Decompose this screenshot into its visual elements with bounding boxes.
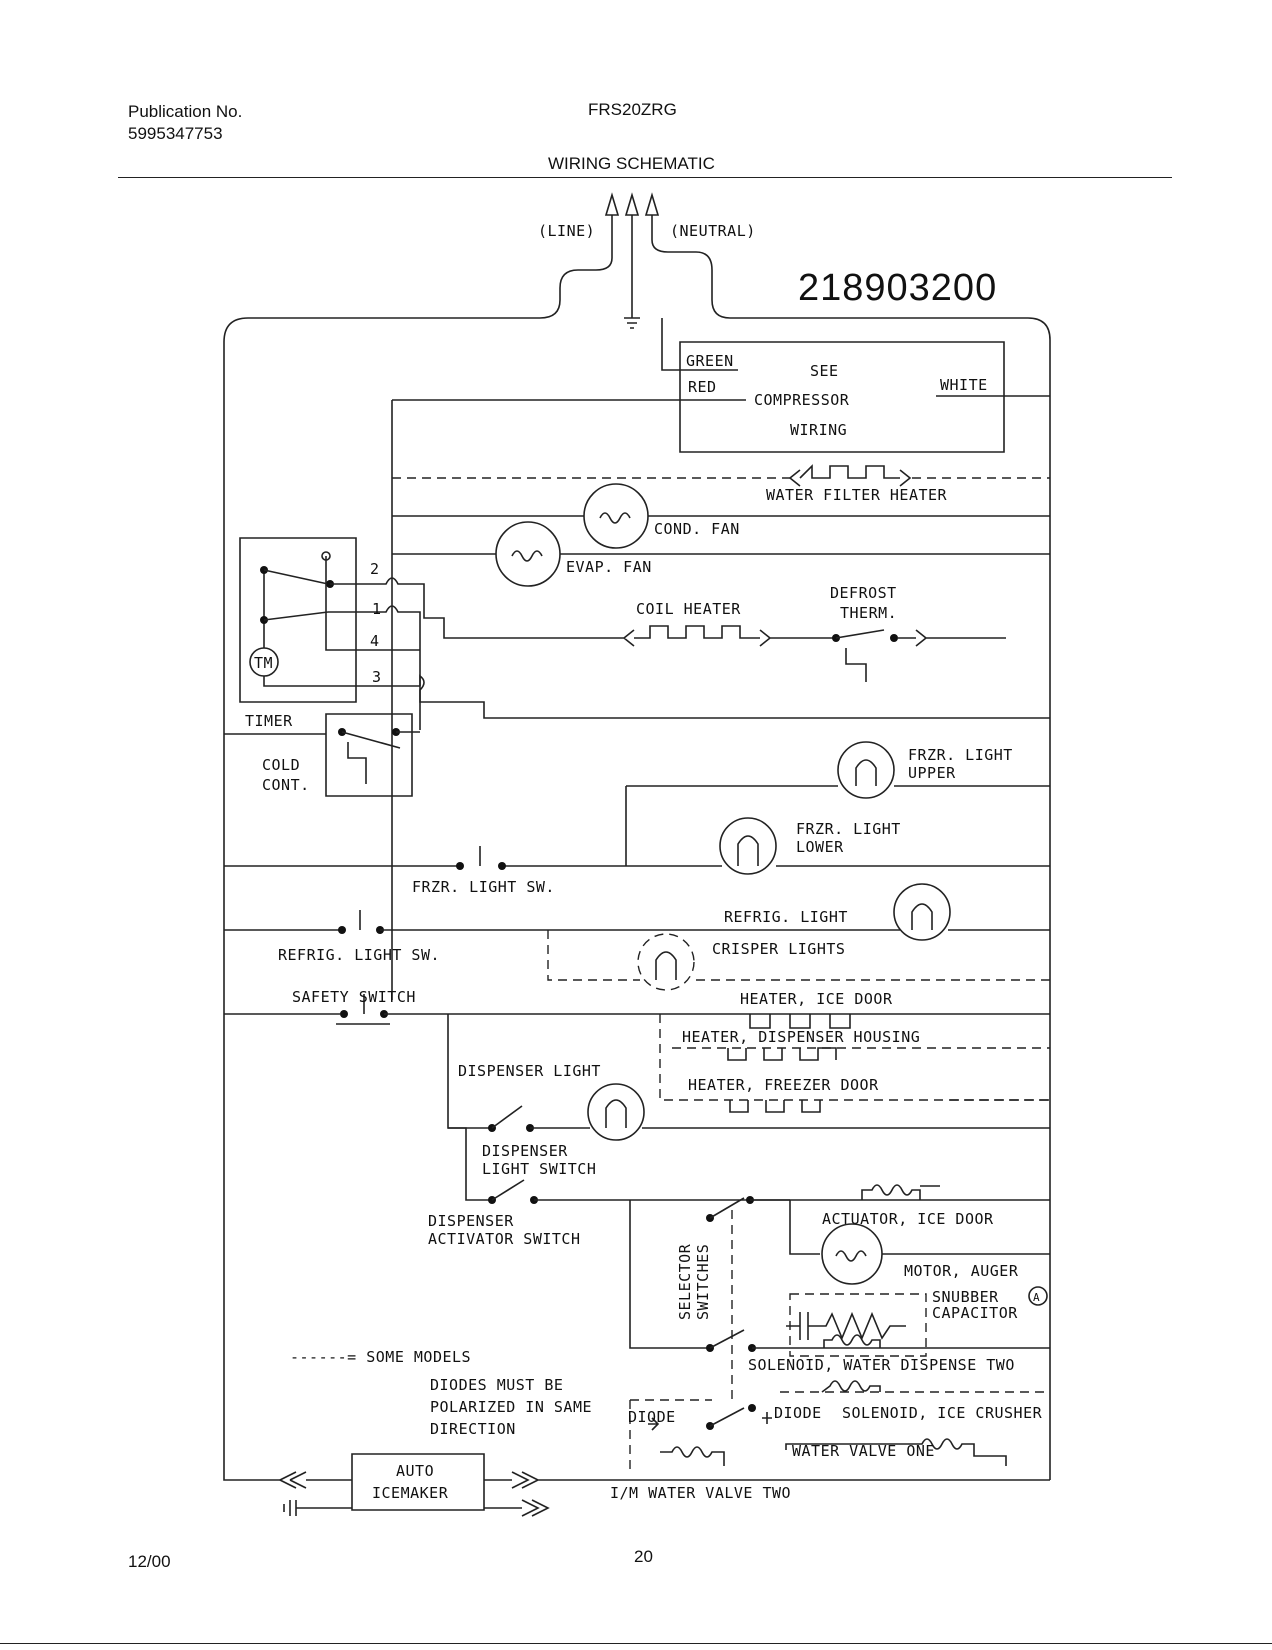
dispenser-label: DISPENSER: [482, 1142, 568, 1160]
some-models-note: ------= SOME MODELS: [290, 1348, 471, 1366]
diodes-note-2: POLARIZED IN SAME: [430, 1398, 592, 1416]
circle-a-label: A: [1033, 1291, 1040, 1304]
icemaker-label: ICEMAKER: [372, 1484, 449, 1502]
solenoid-water-dispense-two: [752, 1334, 1050, 1349]
water-valve-one: [629, 1399, 1007, 1470]
snubber-capacitor: [786, 1286, 1048, 1357]
heater-dispenser-housing: [672, 1047, 1050, 1061]
diodes-note-1: DIODES MUST BE: [430, 1376, 563, 1394]
evap-fan: [392, 521, 1050, 587]
see-label: SEE: [810, 362, 839, 380]
cont-label: CONT.: [262, 776, 310, 794]
line-label: (LINE): [538, 222, 595, 240]
wiring-label: WIRING: [790, 421, 847, 439]
dispenser-light: [447, 1014, 1050, 1201]
heater-ice-door: [659, 1014, 1050, 1101]
pin-1: 1: [372, 600, 382, 618]
white-label: WHITE: [940, 376, 988, 394]
refrig-light-label: REFRIG. LIGHT: [724, 908, 848, 926]
crisper-lights: [547, 930, 1050, 991]
model-number: FRS20ZRG: [588, 100, 677, 119]
actuator-ice-door: [750, 1184, 1050, 1201]
solenoid-ice-crusher-label: SOLENOID, ICE CRUSHER: [842, 1404, 1043, 1422]
switches-label: SWITCHES: [694, 1244, 712, 1320]
heater-freezer-door-label: HEATER, FREEZER DOOR: [688, 1076, 879, 1094]
part-number: 218903200: [798, 267, 997, 309]
frzr-light-sw-label: FRZR. LIGHT SW.: [412, 878, 555, 896]
pin-4: 4: [370, 632, 380, 650]
auto-icemaker: [279, 1453, 1050, 1517]
cold-label: COLD: [262, 756, 300, 774]
dispenser-activator-label: DISPENSER: [428, 1212, 514, 1230]
dispenser-activator-switch: [488, 1179, 820, 1349]
power-plug: [223, 192, 1051, 1481]
cond-fan: [392, 483, 1050, 549]
pin-2: 2: [370, 560, 380, 578]
frzr-light-lower: [500, 817, 1050, 875]
page-title: WIRING SCHEMATIC: [548, 154, 715, 173]
frzr-light-lower-label: FRZR. LIGHT: [796, 820, 901, 838]
upper-label: UPPER: [908, 764, 956, 782]
solenoid-water-dispense-two-label: SOLENOID, WATER DISPENSE TWO: [748, 1356, 1015, 1374]
im-water-valve-two-label: I/M WATER VALVE TWO: [610, 1484, 791, 1502]
solenoid-ice-crusher: [762, 1380, 1050, 1424]
header-rule: [118, 177, 1172, 178]
water-valve-one-label: WATER VALVE ONE: [792, 1442, 935, 1460]
selector-label: SELECTOR: [676, 1243, 694, 1320]
light-switch-label: LIGHT SWITCH: [482, 1160, 596, 1178]
diodes-note-3: DIRECTION: [430, 1420, 516, 1438]
heater-freezer-door: [729, 1099, 1050, 1113]
defrost-label: DEFROST: [830, 584, 897, 602]
red-label: RED: [688, 378, 717, 396]
cold-control: [224, 713, 420, 797]
cond-fan-label: COND. FAN: [654, 520, 740, 538]
activator-switch-label: ACTIVATOR SWITCH: [428, 1230, 581, 1248]
auto-label: AUTO: [396, 1462, 434, 1480]
refrig-light: [224, 883, 1050, 941]
diode-2-label: DIODE: [774, 1404, 822, 1422]
pin-3: 3: [372, 668, 382, 686]
water-filter-heater-label: WATER FILTER HEATER: [766, 486, 948, 504]
timer-label: TIMER: [245, 712, 293, 730]
neutral-label: (NEUTRAL): [670, 222, 756, 240]
diode-1-label: DIODE: [628, 1408, 676, 1426]
therm-label: THERM.: [840, 604, 897, 622]
motor-auger: [821, 1223, 1050, 1285]
water-filter-heater: [392, 464, 1050, 487]
capacitor-label: CAPACITOR: [932, 1304, 1018, 1322]
frzr-light-switch: [224, 846, 506, 870]
green-label: GREEN: [686, 352, 734, 370]
compressor-box: [391, 341, 1050, 1000]
evap-fan-label: EVAP. FAN: [566, 558, 652, 576]
publication-number: 5995347753: [128, 124, 223, 143]
heater-ice-door-label: HEATER, ICE DOOR: [740, 990, 893, 1008]
page-number: 20: [634, 1547, 653, 1566]
selector-switches: [706, 1196, 756, 1430]
publication-label: Publication No.: [128, 102, 243, 121]
motor-auger-label: MOTOR, AUGER: [904, 1262, 1019, 1280]
timer: [239, 537, 1050, 730]
coil-heater: [530, 625, 1006, 682]
tm-label: TM: [254, 654, 273, 672]
footer-date: 12/00: [128, 1552, 171, 1571]
frzr-light-upper: [625, 741, 1050, 866]
safety-switch: [224, 994, 1050, 1025]
lower-label: LOWER: [796, 838, 844, 856]
crisper-lights-label: CRISPER LIGHTS: [712, 940, 845, 958]
snubber-label: SNUBBER: [932, 1288, 999, 1306]
coil-heater-label: COIL HEATER: [636, 600, 741, 618]
actuator-ice-door-label: ACTUATOR, ICE DOOR: [822, 1210, 994, 1228]
heater-dispenser-housing-label: HEATER, DISPENSER HOUSING: [682, 1028, 920, 1046]
frzr-light-upper-label: FRZR. LIGHT: [908, 746, 1013, 764]
safety-switch-label: SAFETY SWITCH: [292, 988, 416, 1006]
compressor-label: COMPRESSOR: [754, 391, 850, 409]
dispenser-light-label: DISPENSER LIGHT: [458, 1062, 601, 1080]
footer-rule: [0, 1643, 1272, 1644]
refrig-light-sw-label: REFRIG. LIGHT SW.: [278, 946, 440, 964]
